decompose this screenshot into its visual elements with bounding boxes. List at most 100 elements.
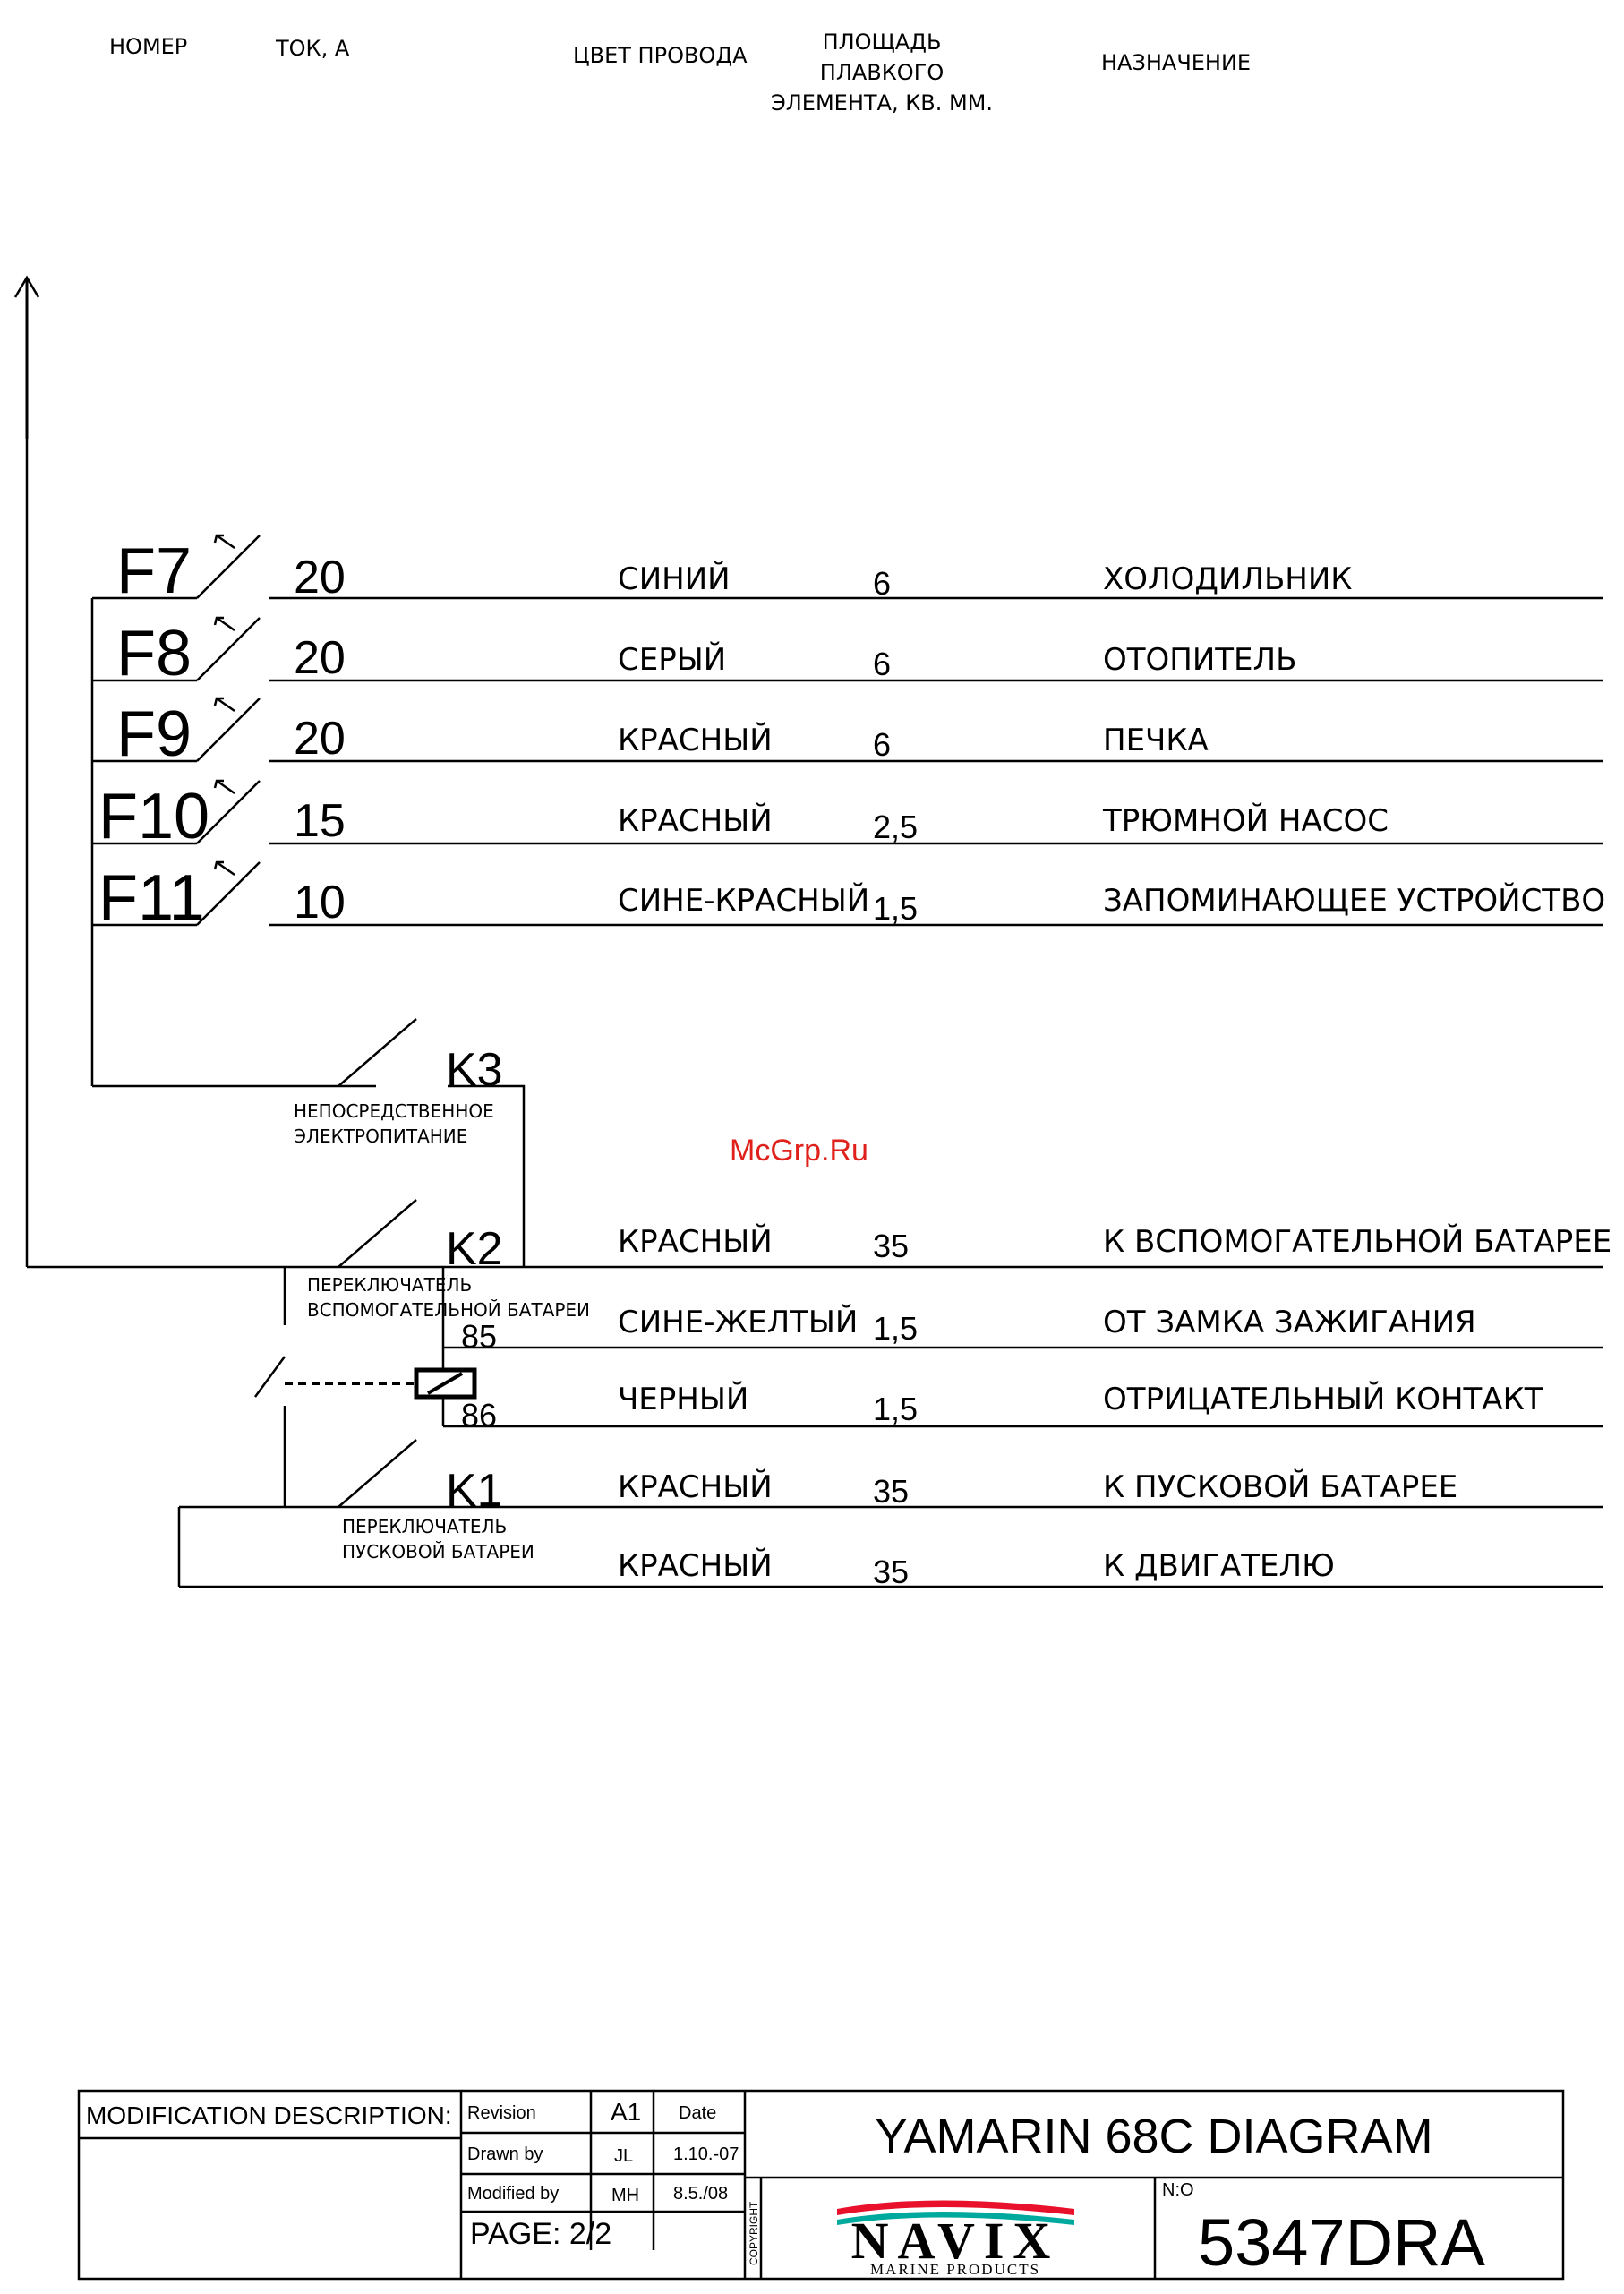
relay-coil-diagonal (426, 1372, 464, 1395)
column-headers: НОМЕР ТОК, А ЦВЕТ ПРОВОДА ПЛОЩАДЬ ПЛАВКО… (109, 30, 1251, 116)
wire-color: ЧЕРНЫЙ (618, 1381, 748, 1417)
header-area-line2: ПЛАВКОГО (820, 60, 944, 85)
navix-logo: NAVIX MARINE PRODUCTS (837, 2200, 1074, 2278)
modified-by-label: Modified by (467, 2184, 559, 2204)
revision-label: Revision (467, 2103, 536, 2123)
relay-pin-85: 85 (461, 1318, 497, 1355)
wire-area: 35 (873, 1554, 909, 1590)
k3-note-line1: НЕПОСРЕДСТВЕННОЕ (294, 1100, 494, 1122)
wire-purpose: К ДВИГАТЕЛЮ (1103, 1548, 1335, 1584)
arrow-up-icon (13, 275, 40, 298)
k1-note-line2: ПУСКОВОЙ БАТАРЕИ (342, 1541, 534, 1562)
k2-note-line1: ПЕРЕКЛЮЧАТЕЛЬ (307, 1274, 472, 1296)
title-block-grid (77, 2089, 1565, 2281)
wire-area: 1,5 (873, 1310, 918, 1347)
fuse-current: 15 (294, 795, 346, 847)
header-area-line3: ЭЛЕМЕНТА, КВ. ММ. (771, 90, 993, 116)
fuse-row-f9: F9 20 КРАСНЫЙ 6 ПЕЧКА (116, 698, 1209, 770)
wire-purpose: ЗАПОМИНАЮЩЕЕ УСТРОЙСТВО (1103, 882, 1605, 919)
fuse-current: 20 (294, 552, 346, 603)
k3-switch-blade (338, 1018, 417, 1087)
wire-purpose: ПЕЧКА (1103, 723, 1209, 758)
wire-color: КРАСНЫЙ (618, 722, 773, 758)
fuse-f11-switch (196, 860, 261, 926)
modified-by-value: MH (611, 2186, 639, 2205)
copyright-label: COPYRIGHT (748, 2201, 760, 2265)
wire-row: ЧЕРНЫЙ 1,5 ОТРИЦАТЕЛЬНЫЙ КОНТАКТ (618, 1381, 1543, 1427)
wire-area: 1,5 (873, 1391, 918, 1427)
logo-swoosh-red (837, 2200, 1074, 2215)
wire-row: СИНЕ-ЖЕЛТЫЙ 1,5 ОТ ЗАМКА ЗАЖИГАНИЯ (618, 1304, 1476, 1347)
drawn-by-label: Drawn by (467, 2144, 543, 2164)
drawing-number-label: N:O (1162, 2180, 1194, 2200)
fuse-rows: F7 20 СИНИЙ 6 ХОЛОДИЛЬНИК F8 20 СЕРЫЙ 6 … (98, 535, 1605, 934)
modification-description-label: MODIFICATION DESCRIPTION: (86, 2101, 452, 2129)
k3-note-line2: ЭЛЕКТРОПИТАНИЕ (294, 1126, 467, 1147)
wire-area: 6 (873, 646, 891, 682)
header-purpose: НАЗНАЧЕНИЕ (1101, 50, 1251, 75)
wire-area: 2,5 (873, 809, 918, 845)
fuse-row-f7: F7 20 СИНИЙ 6 ХОЛОДИЛЬНИК (116, 535, 1352, 607)
watermark: McGrp.Ru (730, 1134, 868, 1168)
wire-rows: КРАСНЫЙ 35 К ВСПОМОГАТЕЛЬНОЙ БАТАРЕЕ СИН… (618, 1223, 1611, 1590)
fuse-current: 20 (294, 713, 346, 765)
drawn-date: 1.10.-07 (673, 2144, 739, 2164)
wire-row: КРАСНЫЙ 35 К ПУСКОВОЙ БАТАРЕЕ (618, 1468, 1457, 1510)
wire-area: 35 (873, 1473, 909, 1510)
modified-date: 8.5./08 (673, 2184, 728, 2204)
wire-row: КРАСНЫЙ 35 К ДВИГАТЕЛЮ (618, 1547, 1335, 1590)
fuse-id: F11 (98, 862, 205, 934)
fuse-current: 10 (294, 877, 346, 929)
diagram-title: YAMARIN 68C DIAGRAM (875, 2110, 1432, 2163)
wire-color: СИНЕ-ЖЕЛТЫЙ (618, 1304, 858, 1340)
revision-value: A1 (611, 2098, 641, 2126)
header-wire-color: ЦВЕТ ПРОВОДА (573, 43, 748, 68)
fuse-row-f11: F11 10 СИНЕ-КРАСНЫЙ 1,5 ЗАПОМИНАЮЩЕЕ УСТ… (98, 862, 1605, 934)
wire-area: 35 (873, 1228, 909, 1264)
relay-coil (414, 1367, 477, 1400)
k2-note-line2: ВСПОМОГАТЕЛЬНОЙ БАТАРЕИ (307, 1299, 590, 1321)
fuse-row-f10: F10 15 КРАСНЫЙ 2,5 ТРЮМНОЙ НАСОС (98, 781, 1389, 852)
wire-color: СИНЕ-КРАСНЫЙ (618, 882, 869, 919)
wire-row: КРАСНЫЙ 35 К ВСПОМОГАТЕЛЬНОЙ БАТАРЕЕ (618, 1223, 1611, 1264)
k1-switch-blade (338, 1439, 417, 1508)
fuse-f7-switch (196, 534, 261, 599)
relay-pin-86: 86 (461, 1397, 497, 1434)
fuse-row-f8: F8 20 СЕРЫЙ 6 ОТОПИТЕЛЬ (116, 618, 1296, 689)
wire-color: КРАСНЫЙ (618, 1468, 773, 1505)
logo-swoosh-teal (837, 2212, 1074, 2225)
wiring-lines (13, 275, 1603, 1588)
fuse-current: 20 (294, 632, 346, 684)
wire-purpose: ОТ ЗАМКА ЗАЖИГАНИЯ (1103, 1305, 1476, 1340)
relay-k1-label: K1 (446, 1465, 503, 1517)
fuse-id: F7 (116, 535, 192, 607)
k3-output (448, 1084, 526, 1267)
title-block: MODIFICATION DESCRIPTION: Revision A1 Da… (77, 2089, 1565, 2281)
wire-color: СИНИЙ (618, 561, 731, 597)
wire-area: 6 (873, 726, 891, 763)
wire-purpose: ОТОПИТЕЛЬ (1103, 642, 1296, 678)
wire-area: 1,5 (873, 890, 918, 927)
wire-purpose: ХОЛОДИЛЬНИК (1103, 561, 1352, 597)
fuse-f8-switch (196, 616, 261, 681)
header-current: ТОК, А (275, 36, 350, 61)
fuse-switches (196, 534, 261, 926)
wire-purpose: К ВСПОМОГАТЕЛЬНОЙ БАТАРЕЕ (1103, 1223, 1611, 1260)
wire-purpose: ОТРИЦАТЕЛЬНЫЙ КОНТАКТ (1103, 1381, 1543, 1417)
wire-color: СЕРЫЙ (618, 641, 726, 678)
k2-switch-blade (338, 1199, 417, 1268)
fuse-f9-switch (196, 697, 261, 762)
logo-brand: NAVIX (851, 2212, 1060, 2270)
logo-subtitle: MARINE PRODUCTS (870, 2261, 1040, 2278)
header-number: НОМЕР (109, 34, 187, 59)
fuse-id: F9 (116, 698, 192, 770)
drawn-by-value: JL (614, 2146, 633, 2166)
drawing-number: 5347DRA (1198, 2205, 1486, 2280)
relay-k3-label: K3 (446, 1044, 503, 1096)
wire-color: КРАСНЫЙ (618, 1547, 773, 1584)
relay-k2-label: K2 (446, 1223, 503, 1275)
wire-area: 6 (873, 565, 891, 602)
wire-purpose: К ПУСКОВОЙ БАТАРЕЕ (1103, 1468, 1457, 1505)
header-area-line1: ПЛОЩАДЬ (823, 30, 942, 55)
wire-color: КРАСНЫЙ (618, 1223, 773, 1260)
